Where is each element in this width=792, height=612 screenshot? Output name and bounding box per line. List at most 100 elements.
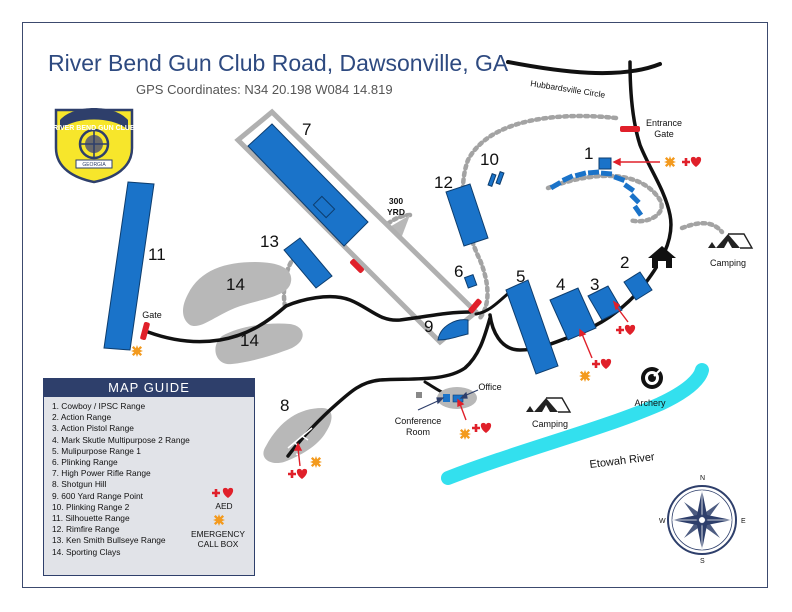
map-guide-item: 6. Plinking Range [52, 457, 118, 468]
logo-text: RIVER BEND GUN CLUB [53, 125, 135, 132]
call-box-legend-line2: CALL BOX [197, 539, 239, 549]
range-number-1: 1 [584, 144, 593, 163]
range-7-building [247, 123, 369, 247]
west-gate-label: Gate [142, 310, 162, 320]
entrance-label-line1: Entrance [646, 118, 682, 128]
office-building-1 [443, 394, 450, 402]
map-guide-item: 1. Cowboy / IPSC Range [52, 401, 146, 411]
call-box-office [457, 426, 473, 442]
club-logo [54, 108, 134, 184]
map-guide-item: 9. 600 Yard Range Point [52, 490, 143, 501]
range-number-2: 2 [620, 253, 629, 272]
compass-east: E [741, 518, 746, 525]
yard-label-line1: 300 [389, 196, 403, 206]
compass-west: W [659, 518, 666, 525]
map-guide-item: 12. Rimfire Range [52, 524, 120, 535]
range-10-building-b [495, 171, 505, 185]
call-box-range-4 [577, 368, 593, 384]
range-12-building [445, 183, 489, 247]
conference-label-line1: Conference [395, 416, 442, 426]
range-number-13: 13 [260, 232, 279, 251]
west-gate [140, 321, 150, 341]
map-frame [22, 22, 768, 588]
camping-east-icon [707, 233, 753, 249]
map-guide-item: 5. Mulipurpose Range 1 [52, 445, 141, 456]
range-10-building-a [487, 173, 497, 187]
range-1-benches [549, 169, 644, 217]
range-6-building [463, 273, 478, 289]
range-9-building [437, 319, 469, 341]
range-number-9: 9 [424, 317, 433, 336]
range-number-5: 5 [516, 267, 525, 286]
yard-label-line2: YRD [387, 207, 405, 217]
range-number-6: 6 [454, 262, 463, 281]
entrance-label-line2: Gate [654, 129, 674, 139]
archery-label: Archery [634, 398, 666, 408]
page-title: River Bend Gun Club Road, Dawsonville, G… [48, 50, 509, 76]
range-number-14-north: 14 [226, 275, 245, 294]
aed-legend-icon [212, 487, 234, 498]
aed-legend-label: AED [215, 501, 233, 511]
camping-east-label: Camping [710, 258, 746, 268]
range-9-gate [468, 298, 482, 314]
entrance-gate [620, 126, 640, 132]
map-guide: MAP GUIDE 1. Cowboy / IPSC Range 2. Acti… [43, 378, 255, 576]
archery-target-icon [641, 365, 665, 389]
lodge-icon [648, 246, 676, 268]
range-13-building [283, 237, 333, 289]
shotgun-hill-area [263, 408, 332, 464]
map-guide-item: 14. Sporting Clays [52, 546, 121, 557]
aed-marker-entrance [680, 155, 703, 169]
sporting-clays-area-2 [215, 323, 303, 365]
range-7-annex [312, 195, 336, 219]
range-5-building [505, 279, 559, 375]
map-guide-list: 1. Cowboy / IPSC Range 2. Action Range 3… [44, 401, 254, 558]
camping-south-icon [525, 397, 571, 413]
range-11-building [103, 181, 155, 351]
camping-south-label: Camping [532, 419, 568, 429]
gps-coordinates: GPS Coordinates: N34 20.198 W084 14.819 [136, 82, 393, 97]
range-number-12: 12 [434, 173, 453, 192]
range-2-building [623, 271, 653, 301]
compass-north: N [700, 475, 705, 482]
range-7-gate [350, 259, 364, 273]
map-guide-item: 11. Silhouette Range [52, 513, 130, 524]
range-4-building [549, 287, 597, 341]
range-number-10: 10 [480, 150, 499, 169]
map-guide-item: 2. Action Range [52, 412, 112, 423]
map-guide-item: 8. Shotgun Hill [52, 479, 107, 490]
aed-arrows [293, 157, 660, 467]
range-number-4: 4 [556, 275, 565, 294]
aed-marker-range-3 [614, 323, 637, 337]
compass-rose-icon [667, 485, 737, 555]
range-1-building [598, 157, 612, 170]
hubbardsville-circle-label: Hubbardsville Circle [530, 78, 606, 100]
map-guide-item: 13. Ken Smith Bullseye Range [52, 535, 166, 546]
office-arrows [417, 389, 479, 411]
call-box-legend-line1: EMERGENCY [191, 529, 245, 539]
aed-marker-office [470, 421, 493, 435]
compass-south: S [700, 558, 705, 565]
call-box-shotgun [308, 454, 324, 470]
map-guide-item: 10. Plinking Range 2 [52, 501, 130, 512]
range-number-14-south: 14 [240, 331, 259, 350]
call-box-entrance [662, 154, 678, 170]
call-box-legend-icon [213, 514, 225, 526]
range-number-8: 8 [280, 396, 289, 415]
logo-subtext: GEORGIA [82, 162, 106, 168]
map-guide-item: 7. High Power Rifle Range [52, 468, 151, 479]
river-label: Etowah River [589, 451, 656, 471]
range-number-7: 7 [302, 120, 311, 139]
range-3-building [587, 285, 623, 321]
call-box-west-gate [129, 343, 145, 359]
aed-marker-range-4 [590, 357, 613, 371]
sporting-clays-area-1 [183, 262, 292, 327]
aed-marker-shotgun [286, 467, 309, 481]
range-number-3: 3 [590, 275, 599, 294]
call-box-legend-label: EMERGENCY CALL BOX [184, 529, 252, 549]
office-label: Office [478, 382, 501, 392]
range-number-11: 11 [148, 245, 166, 264]
conference-room-building [416, 392, 422, 398]
etowah-river [441, 363, 709, 485]
